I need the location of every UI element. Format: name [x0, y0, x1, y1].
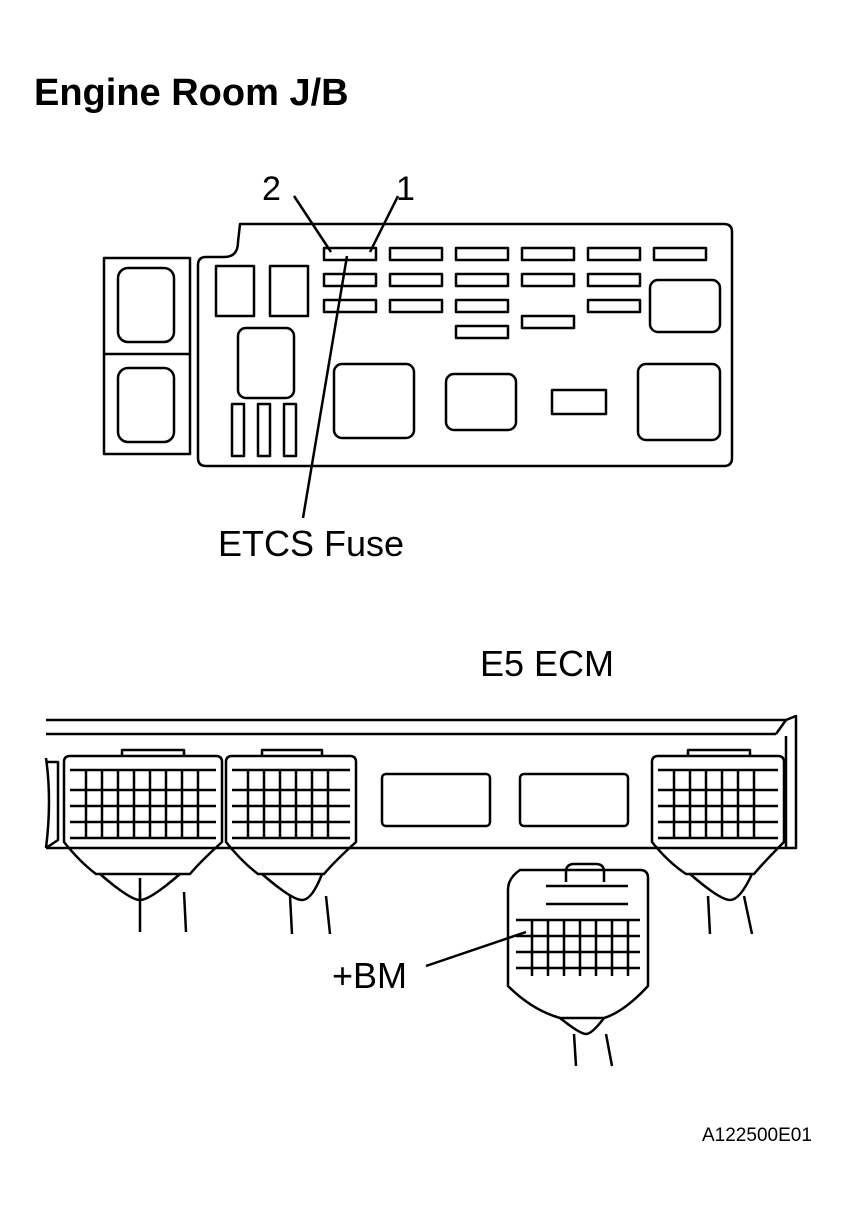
junction-block [104, 196, 732, 518]
pin1-leader [370, 196, 398, 252]
fuse-leader [303, 256, 347, 518]
ecm-connector-1 [64, 750, 222, 932]
terminal-1-label: 1 [396, 170, 415, 208]
page-title: Engine Room J/B [34, 72, 349, 114]
ecm-connector-2 [226, 750, 356, 934]
etcs-fuse-label: ETCS Fuse [218, 523, 405, 564]
side-relay-block [104, 258, 190, 454]
bm-leader [426, 932, 526, 966]
bm-connector [508, 864, 648, 1066]
ecm-unit [46, 716, 796, 1066]
junction-block-housing [198, 224, 732, 466]
terminal-2-label: 2 [262, 170, 281, 208]
ecm-label: E5 ECM [480, 643, 615, 684]
ecm-housing [46, 716, 796, 848]
bm-terminal-label: +BM [332, 955, 408, 996]
pin2-leader [294, 196, 331, 252]
figure-id: A122500E01 [702, 1125, 812, 1146]
etcs-fuse [324, 248, 376, 260]
ecm-connector-3 [652, 750, 784, 934]
